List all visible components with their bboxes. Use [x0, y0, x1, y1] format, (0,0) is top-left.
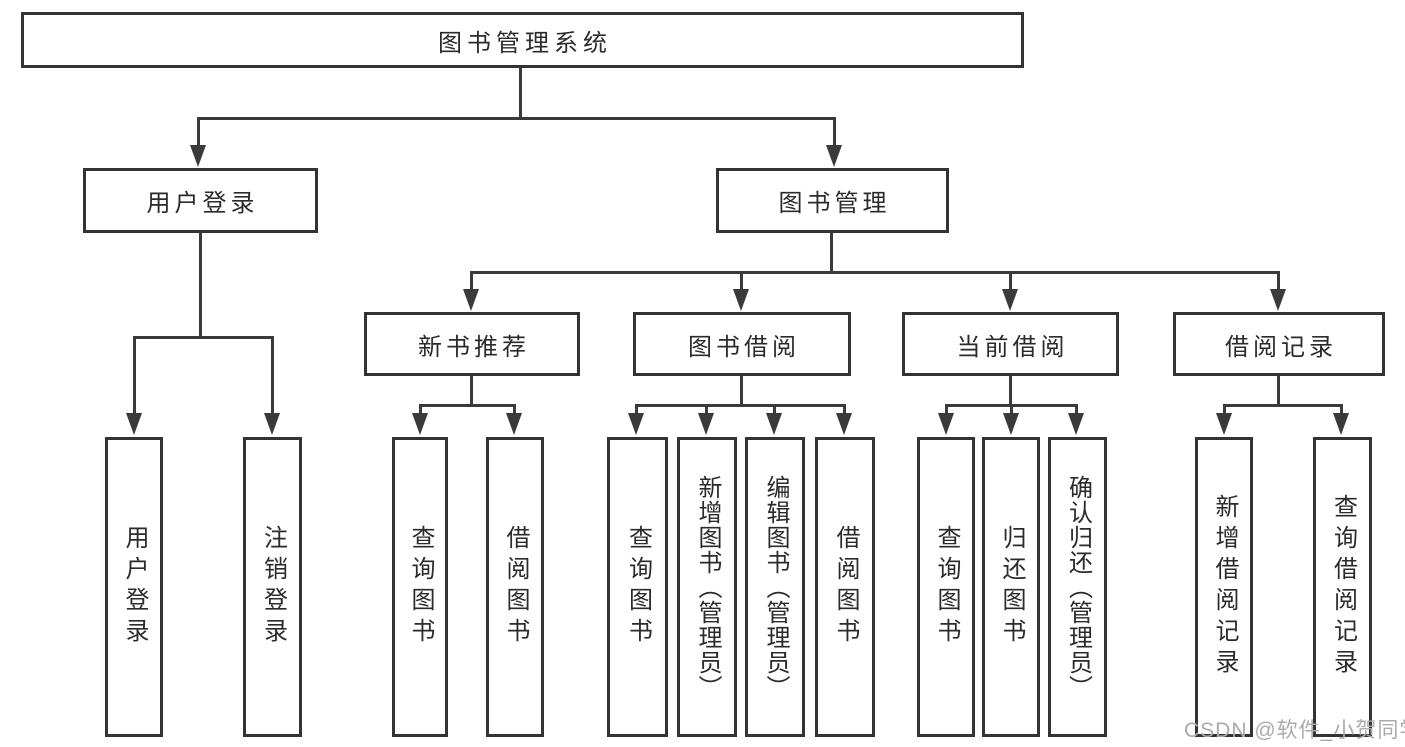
- leaf-records-query-record: 查询借阅记录: [1313, 437, 1372, 737]
- connector-drop-cur-return: [1010, 404, 1013, 416]
- leaf-current-return-books-label: 归还图书: [998, 525, 1025, 649]
- connector-recommend-rail: [419, 404, 516, 407]
- connector-drop-rec-query: [419, 404, 422, 416]
- node-borrow-records-label: 借阅记录: [1225, 333, 1337, 361]
- leaf-borrow-query-books-label: 查询图书: [624, 525, 652, 649]
- leaf-borrow-query-books: 查询图书: [607, 437, 668, 737]
- leaf-current-confirm-return-admin: 确认归还（管理员）: [1048, 437, 1107, 737]
- connector-drop-cur-confirm: [1075, 404, 1078, 416]
- node-root-label: 图书管理系统: [438, 29, 612, 57]
- arrow-head-recommend: [463, 289, 479, 311]
- connector-drop-bor-add: [705, 404, 708, 416]
- node-book-management-label: 图书管理: [778, 190, 891, 217]
- leaf-records-add-record: 新增借阅记录: [1195, 437, 1253, 737]
- connector-drop-bor-edit: [773, 404, 776, 416]
- leaf-borrow-add-books-admin: 新增图书（管理员）: [677, 437, 737, 737]
- connector-drop-user-login: [133, 336, 136, 416]
- node-book-management: 图书管理: [716, 168, 949, 233]
- connector-management-stub: [830, 231, 833, 273]
- connector-drop-records: [1277, 271, 1280, 291]
- node-borrow-records: 借阅记录: [1173, 312, 1385, 376]
- leaf-logout: 注销登录: [243, 437, 302, 737]
- arrow-head-bor-edit: [766, 413, 782, 435]
- connector-drop-logout: [271, 336, 274, 416]
- connector-drop-rec-borrow: [513, 404, 516, 416]
- node-book-borrow-label: 图书借阅: [688, 333, 800, 361]
- arrow-head-borrow: [733, 289, 749, 311]
- connector-drop-login: [197, 117, 200, 149]
- connector-drop-recd-add: [1223, 404, 1226, 416]
- node-current-borrow-label: 当前借阅: [956, 333, 1069, 361]
- connector-borrow-stub: [740, 374, 743, 407]
- connector-drop-borrow: [740, 271, 743, 291]
- leaf-logout-label: 注销登录: [259, 525, 287, 649]
- leaf-current-confirm-return-admin-label: 确认归还（管理员）: [1064, 474, 1092, 700]
- arrow-head-recd-query: [1333, 413, 1349, 435]
- arrow-head-user-login: [126, 413, 142, 435]
- leaf-records-add-record-label: 新增借阅记录: [1211, 494, 1238, 680]
- arrow-head-recd-add: [1216, 413, 1232, 435]
- leaf-current-query-books-label: 查询图书: [933, 525, 960, 649]
- leaf-borrow-edit-books-admin-label: 编辑图书（管理员）: [762, 474, 789, 700]
- connector-drop-recommend: [470, 271, 473, 291]
- node-root: 图书管理系统: [21, 12, 1024, 68]
- connector-drop-management: [833, 117, 836, 149]
- leaf-recommend-query-books-label: 查询图书: [407, 525, 434, 649]
- connector-borrow-rail: [635, 404, 846, 407]
- connector-drop-cur-query: [945, 404, 948, 416]
- leaf-current-query-books: 查询图书: [917, 437, 975, 737]
- node-user-login-label: 用户登录: [146, 190, 259, 217]
- node-new-book-recommend-label: 新书推荐: [418, 333, 530, 361]
- node-current-borrow: 当前借阅: [902, 312, 1119, 376]
- connector-drop-recd-query: [1340, 404, 1343, 416]
- arrow-head-records: [1270, 289, 1286, 311]
- arrow-head-current: [1002, 289, 1018, 311]
- leaf-borrow-add-books-admin-label: 新增图书（管理员）: [694, 474, 721, 700]
- arrow-head-login: [190, 145, 206, 167]
- arrow-head-cur-query: [938, 413, 954, 435]
- arrow-head-rec-query: [412, 413, 428, 435]
- arrow-head-management: [826, 145, 842, 167]
- leaf-user-login: 用户登录: [105, 437, 163, 737]
- leaf-borrow-edit-books-admin: 编辑图书（管理员）: [745, 437, 805, 737]
- arrow-head-bor-borrow: [836, 413, 852, 435]
- connector-records-rail: [1223, 404, 1343, 407]
- leaf-recommend-query-books: 查询图书: [392, 437, 448, 737]
- leaf-recommend-borrow-books-label: 借阅图书: [502, 525, 529, 649]
- connector-login-rail: [133, 336, 274, 339]
- leaf-current-return-books: 归还图书: [982, 437, 1040, 737]
- connector-records-stub: [1277, 374, 1280, 407]
- connector-recommend-stub: [470, 374, 473, 407]
- node-user-login: 用户登录: [83, 168, 318, 233]
- arrow-head-bor-query: [628, 413, 644, 435]
- arrow-head-logout: [264, 413, 280, 435]
- leaf-borrow-borrow-books: 借阅图书: [815, 437, 875, 737]
- connector-current-stub: [1009, 374, 1012, 407]
- connector-drop-current: [1009, 271, 1012, 291]
- arrow-head-cur-return: [1003, 413, 1019, 435]
- arrow-head-cur-confirm: [1068, 413, 1084, 435]
- arrow-head-bor-add: [698, 413, 714, 435]
- connector-root-stub: [519, 66, 522, 118]
- connector-login-stub: [199, 231, 202, 338]
- csdn-watermark: CSDN @软件_小贺同学: [1184, 719, 1405, 742]
- node-book-borrow: 图书借阅: [633, 312, 851, 376]
- leaf-records-query-record-label: 查询借阅记录: [1329, 494, 1357, 680]
- leaf-user-login-label: 用户登录: [121, 525, 148, 649]
- node-new-book-recommend: 新书推荐: [364, 312, 580, 376]
- leaf-recommend-borrow-books: 借阅图书: [486, 437, 544, 737]
- arrow-head-rec-borrow: [506, 413, 522, 435]
- leaf-borrow-borrow-books-label: 借阅图书: [832, 525, 859, 649]
- connector-level3-rail: [470, 271, 1280, 274]
- connector-level2-rail: [197, 117, 836, 120]
- connector-drop-bor-borrow: [843, 404, 846, 416]
- connector-drop-bor-query: [635, 404, 638, 416]
